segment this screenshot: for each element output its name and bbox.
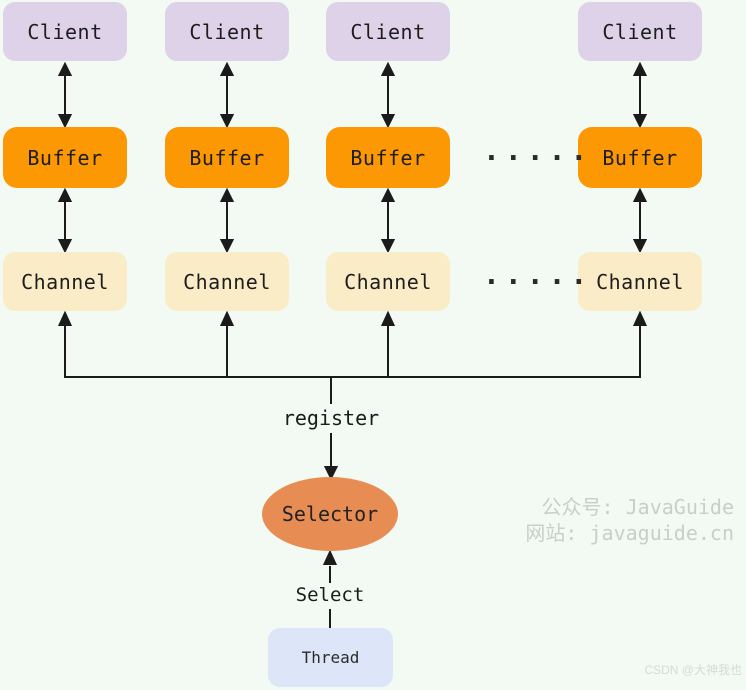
select-label: Select [295,584,365,606]
buffer-box-3: Buffer [326,127,450,188]
client-box-3: Client [326,2,450,61]
double-arrow-buffer-channel [57,187,648,254]
register-label: register [282,406,380,430]
client-box-2: Client [165,2,289,61]
register-bus [57,310,648,404]
channel-box-1: Channel [3,252,127,311]
client-box-4: Client [578,2,702,61]
watermark-line2: 网站: javaguide.cn [525,521,734,545]
ellipsis-dots-channel: ..... [483,258,593,291]
selector-ellipse: Selector [262,477,398,551]
watermark-line1: 公众号: JavaGuide [541,495,734,519]
javaguide-watermark: 公众号: JavaGuide 网站: javaguide.cn [474,494,734,546]
buffer-box-4: Buffer [578,127,702,188]
buffer-box-1: Buffer [3,127,127,188]
select-arrow [322,549,338,628]
channel-box-4: Channel [578,252,702,311]
channel-box-3: Channel [326,252,450,311]
double-arrow-client-buffer [57,61,648,129]
client-box-1: Client [3,2,127,61]
ellipsis-dots-buffer: ..... [483,134,593,167]
thread-box: Thread [268,628,393,687]
register-arrow [323,433,339,481]
buffer-box-2: Buffer [165,127,289,188]
csdn-watermark: CSDN @大神我也 [644,663,742,677]
channel-box-2: Channel [165,252,289,311]
